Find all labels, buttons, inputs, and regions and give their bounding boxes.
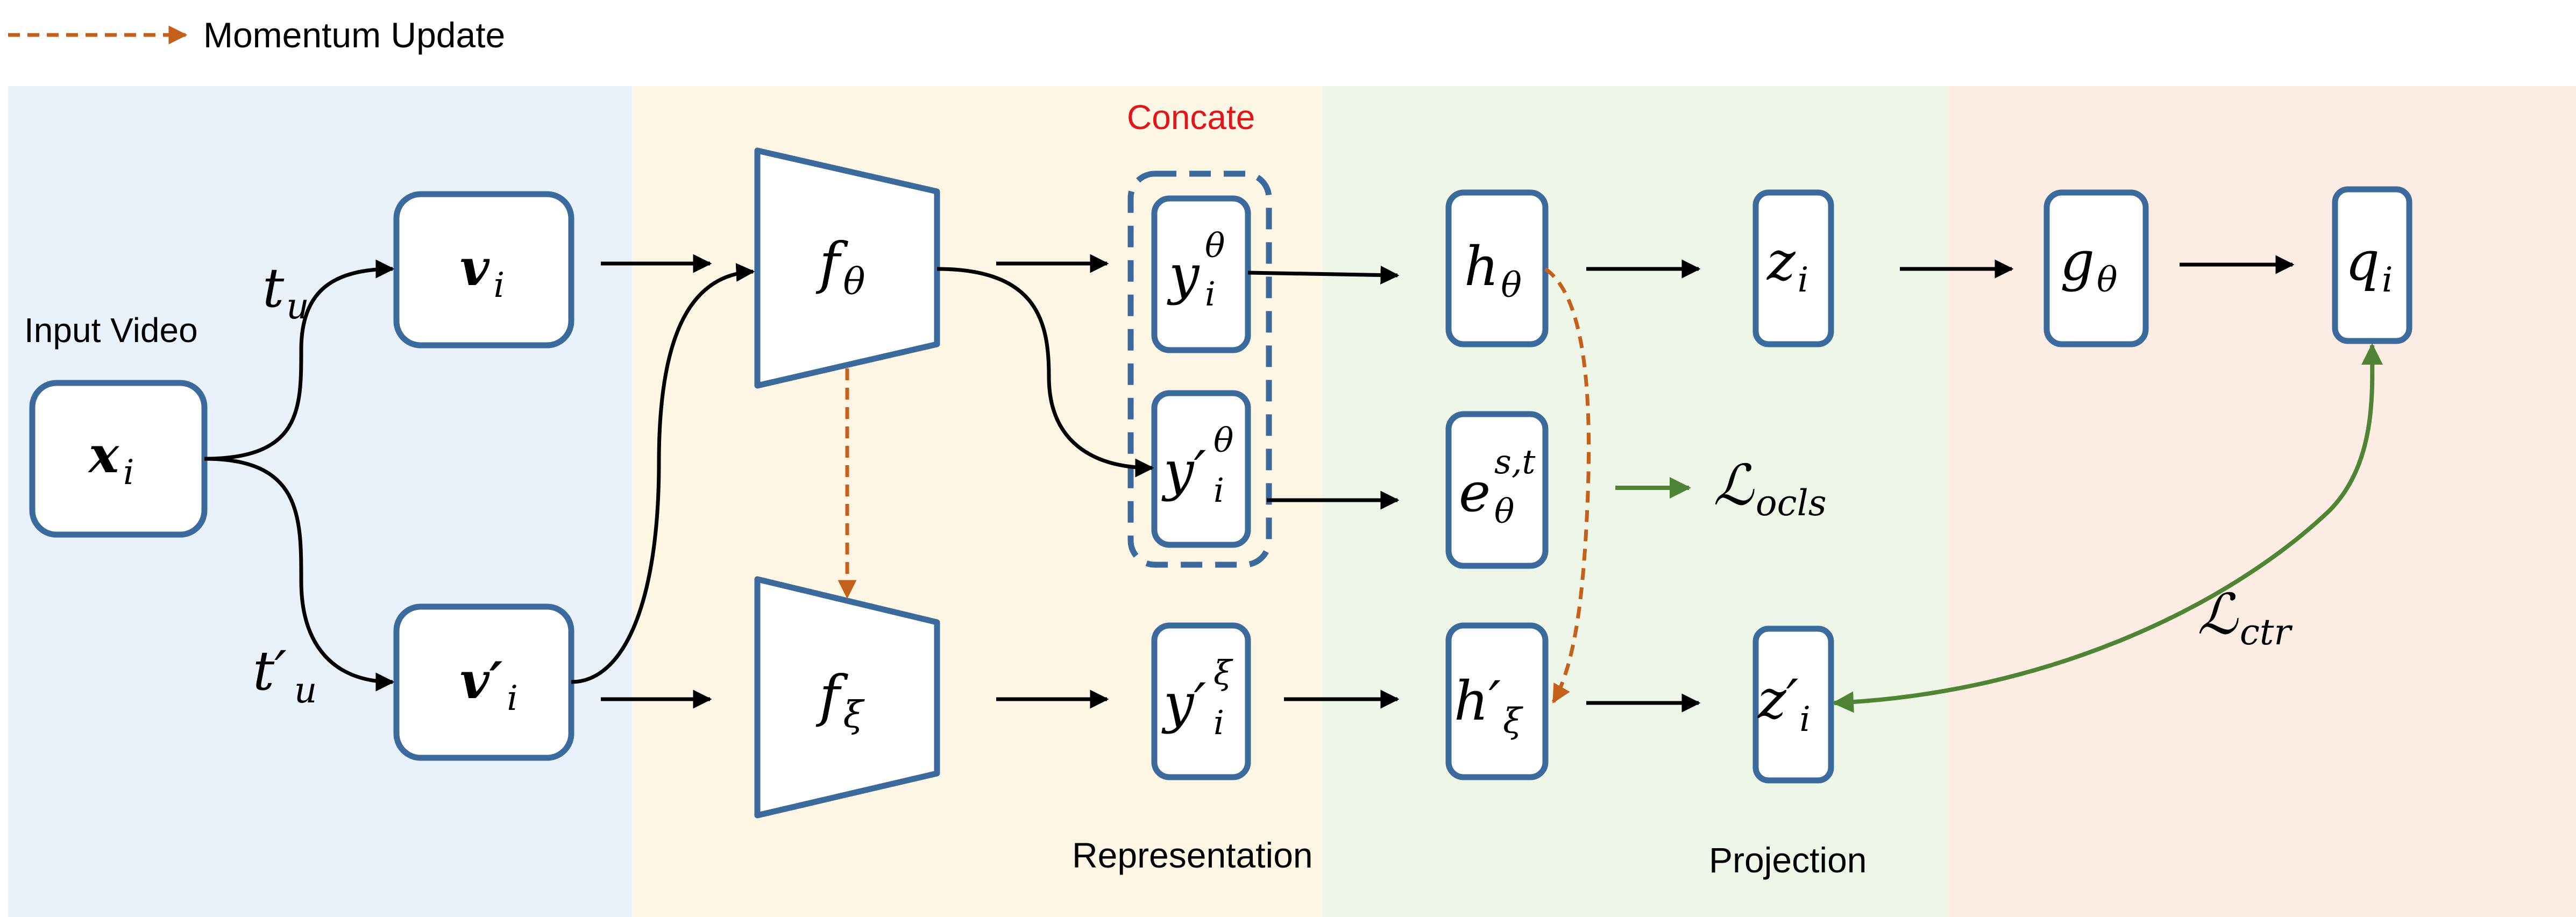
node-y-theta-sup: θ [1205, 226, 1225, 265]
node-zp-label: z′i [1757, 668, 1811, 740]
projection-label: Projection [1709, 840, 1867, 880]
representation-label: Representation [1072, 835, 1313, 875]
node-e-theta-sup: s,t [1494, 442, 1536, 481]
loss-ocls-label: ℒocls [1713, 452, 1827, 524]
panel-prediction [1948, 86, 2576, 917]
node-q-label: qi [2345, 230, 2393, 300]
node-yp-xi-sup: ξ [1214, 653, 1233, 692]
node-y-theta-sub: i [1205, 274, 1216, 314]
edge-x-to-v [204, 259, 395, 461]
panel-projection [1322, 86, 1948, 917]
node-yp-theta-box [1151, 390, 1251, 548]
edge-vp-to-f-theta [571, 262, 755, 684]
momentum-legend-label: Momentum Update [203, 15, 505, 55]
node-yp-theta-sup: θ [1214, 421, 1233, 460]
node-hp-xi-label: h′ξ [1454, 670, 1523, 741]
edge-f-theta-to-yp [936, 267, 1154, 478]
node-g-theta-label: gθ [2060, 230, 2118, 300]
concat-group [1127, 170, 1272, 568]
node-yp-theta-sub: i [1214, 471, 1224, 510]
momentum-h-to-hp [1544, 267, 1591, 704]
node-vp-label: v′i [460, 651, 518, 719]
node-e-theta-label: e [1459, 461, 1491, 524]
node-hp-xi-box [1445, 622, 1549, 780]
concate-label: Concate [1127, 98, 1255, 137]
node-y-theta-label: y [1167, 243, 1200, 306]
edge-y-to-h-theta [1247, 265, 1400, 285]
node-z-label: zi [1766, 230, 1808, 300]
loss-ctr-label: ℒctr [2197, 581, 2293, 653]
node-yp-theta-label: y′ [1161, 439, 1206, 502]
node-h-theta-box [1445, 189, 1549, 347]
node-h-theta-label: hθ [1464, 235, 1522, 305]
node-e-theta-box [1445, 411, 1549, 569]
node-q-box [2332, 186, 2412, 344]
edge-t-u-label: tu [262, 257, 309, 327]
node-z-box [1752, 189, 1834, 347]
node-e-theta-sub: θ [1494, 492, 1514, 531]
input-video-label: Input Video [24, 311, 198, 350]
node-yp-xi-sub: i [1214, 703, 1224, 742]
edge-ctr-zp-q [1832, 343, 2383, 713]
encoder-f-xi [754, 576, 940, 819]
edge-x-to-vp [204, 457, 395, 692]
node-yp-xi-label: y′ [1161, 672, 1206, 735]
encoder-f-theta [754, 147, 940, 389]
node-yp-xi-box [1151, 622, 1251, 780]
node-zp-box [1752, 625, 1834, 784]
node-v-box [393, 191, 574, 349]
edge-tp-u-label: t′u [253, 639, 317, 711]
